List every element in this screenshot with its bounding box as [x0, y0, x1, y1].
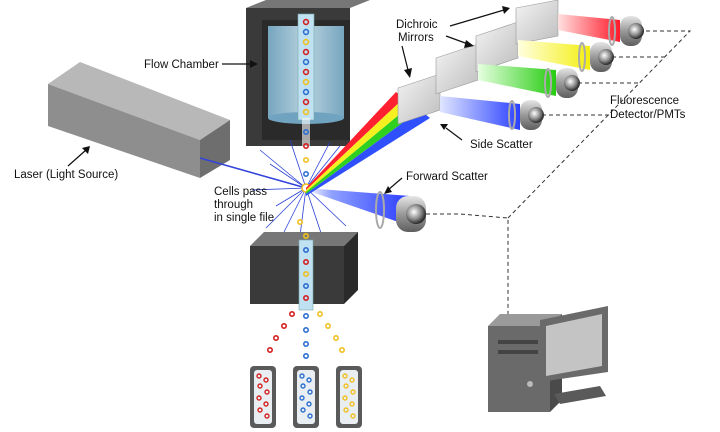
svg-text:Mirrors: Mirrors: [398, 32, 434, 44]
svg-text:Forward Scatter: Forward Scatter: [406, 171, 488, 183]
dichroic-mirror: [397, 0, 559, 125]
label-flow-chamber: Flow Chamber: [144, 59, 258, 71]
photodetector-icon: [375, 16, 644, 232]
label-dichroic-mirrors: Dichroic Mirrors: [396, 6, 510, 78]
fluorescence-beams: [440, 14, 620, 130]
signal-lines: [426, 30, 692, 316]
flow-chamber-box: [246, 0, 370, 188]
label-side-scatter: Side Scatter: [440, 124, 533, 151]
laser-source-box: [48, 62, 230, 178]
label-cells-pass: Cells pass through in single file: [214, 186, 274, 224]
laser-beam: [199, 157, 307, 189]
svg-text:Detector/PMTs: Detector/PMTs: [610, 109, 686, 121]
sorting-tubes: [250, 366, 362, 428]
svg-text:Fluorescence: Fluorescence: [610, 95, 679, 107]
forward-scatter-beam: [306, 188, 410, 226]
cells-in-chamber: [302, 18, 310, 178]
svg-text:Side Scatter: Side Scatter: [470, 139, 533, 151]
label-forward-scatter: Forward Scatter: [384, 171, 488, 194]
svg-text:through: through: [214, 199, 253, 211]
side-beam-rainbow: [306, 92, 430, 196]
svg-text:in single file: in single file: [214, 212, 274, 224]
svg-text:Laser (Light Source): Laser (Light Source): [14, 169, 118, 181]
scatter-burst: [251, 139, 347, 237]
svg-text:Flow Chamber: Flow Chamber: [144, 59, 219, 71]
collection-box: [250, 232, 358, 311]
svg-text:Cells pass: Cells pass: [214, 186, 267, 198]
label-laser: Laser (Light Source): [14, 146, 118, 181]
computer-icon: [488, 306, 608, 412]
cells-falling: [266, 219, 345, 359]
svg-text:Dichroic: Dichroic: [396, 19, 438, 31]
label-fluorescence: Fluorescence Detector/PMTs: [610, 95, 686, 121]
